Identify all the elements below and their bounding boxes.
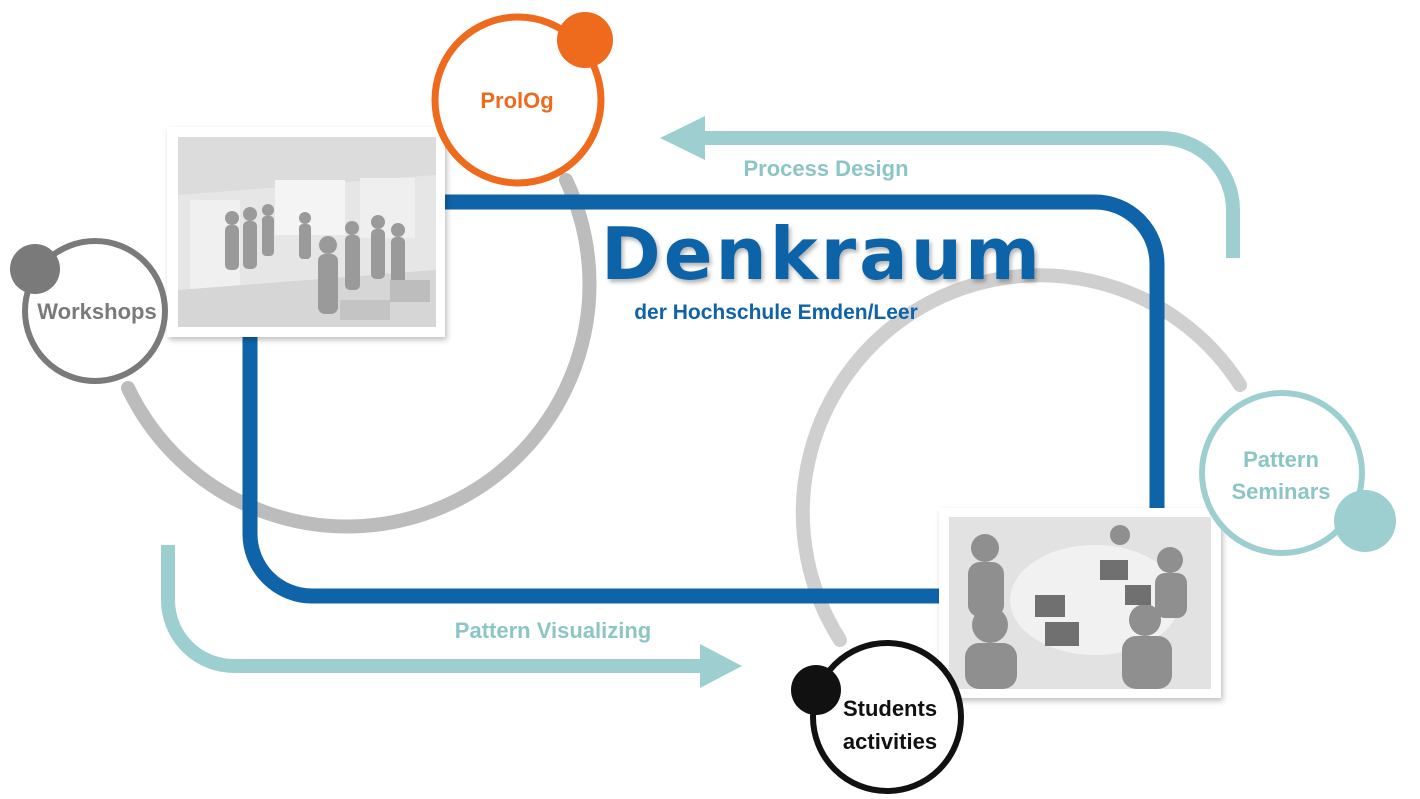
workshops-dot bbox=[10, 244, 60, 294]
workshops-node: Workshops bbox=[10, 238, 168, 384]
prolog-node: ProlOg bbox=[431, 12, 613, 187]
pattern-seminars-dot bbox=[1334, 490, 1396, 552]
pattern-seminars-label-1: Pattern bbox=[1243, 447, 1319, 472]
diagram-title: Denkraum bbox=[601, 212, 1043, 296]
students-photo bbox=[939, 508, 1221, 698]
gray-arc-left bbox=[121, 173, 597, 534]
students-activities-dot bbox=[791, 665, 841, 715]
blue-frame bbox=[242, 194, 1165, 604]
pattern-visualizing-label: Pattern Visualizing bbox=[455, 618, 651, 643]
pattern-seminars-node: Pattern Seminars bbox=[1199, 390, 1396, 556]
students-activities-label-2: activities bbox=[843, 729, 937, 754]
process-design-label: Process Design bbox=[743, 156, 908, 181]
pattern-seminars-label-2: Seminars bbox=[1231, 479, 1330, 504]
pattern-visualizing-arrowhead bbox=[700, 644, 742, 688]
prolog-label: ProlOg bbox=[480, 88, 553, 113]
prolog-dot bbox=[557, 12, 613, 68]
process-design-arrowhead bbox=[660, 116, 705, 160]
workshops-label: Workshops bbox=[37, 299, 156, 324]
pattern-visualizing-arrow bbox=[161, 545, 700, 673]
diagram-subtitle: der Hochschule Emden/Leer bbox=[634, 301, 918, 324]
students-activities-label-1: Students bbox=[843, 696, 937, 721]
workshop-photo bbox=[167, 127, 445, 337]
students-activities-node: Students activities bbox=[791, 640, 964, 794]
process-design-arrow bbox=[705, 131, 1240, 258]
